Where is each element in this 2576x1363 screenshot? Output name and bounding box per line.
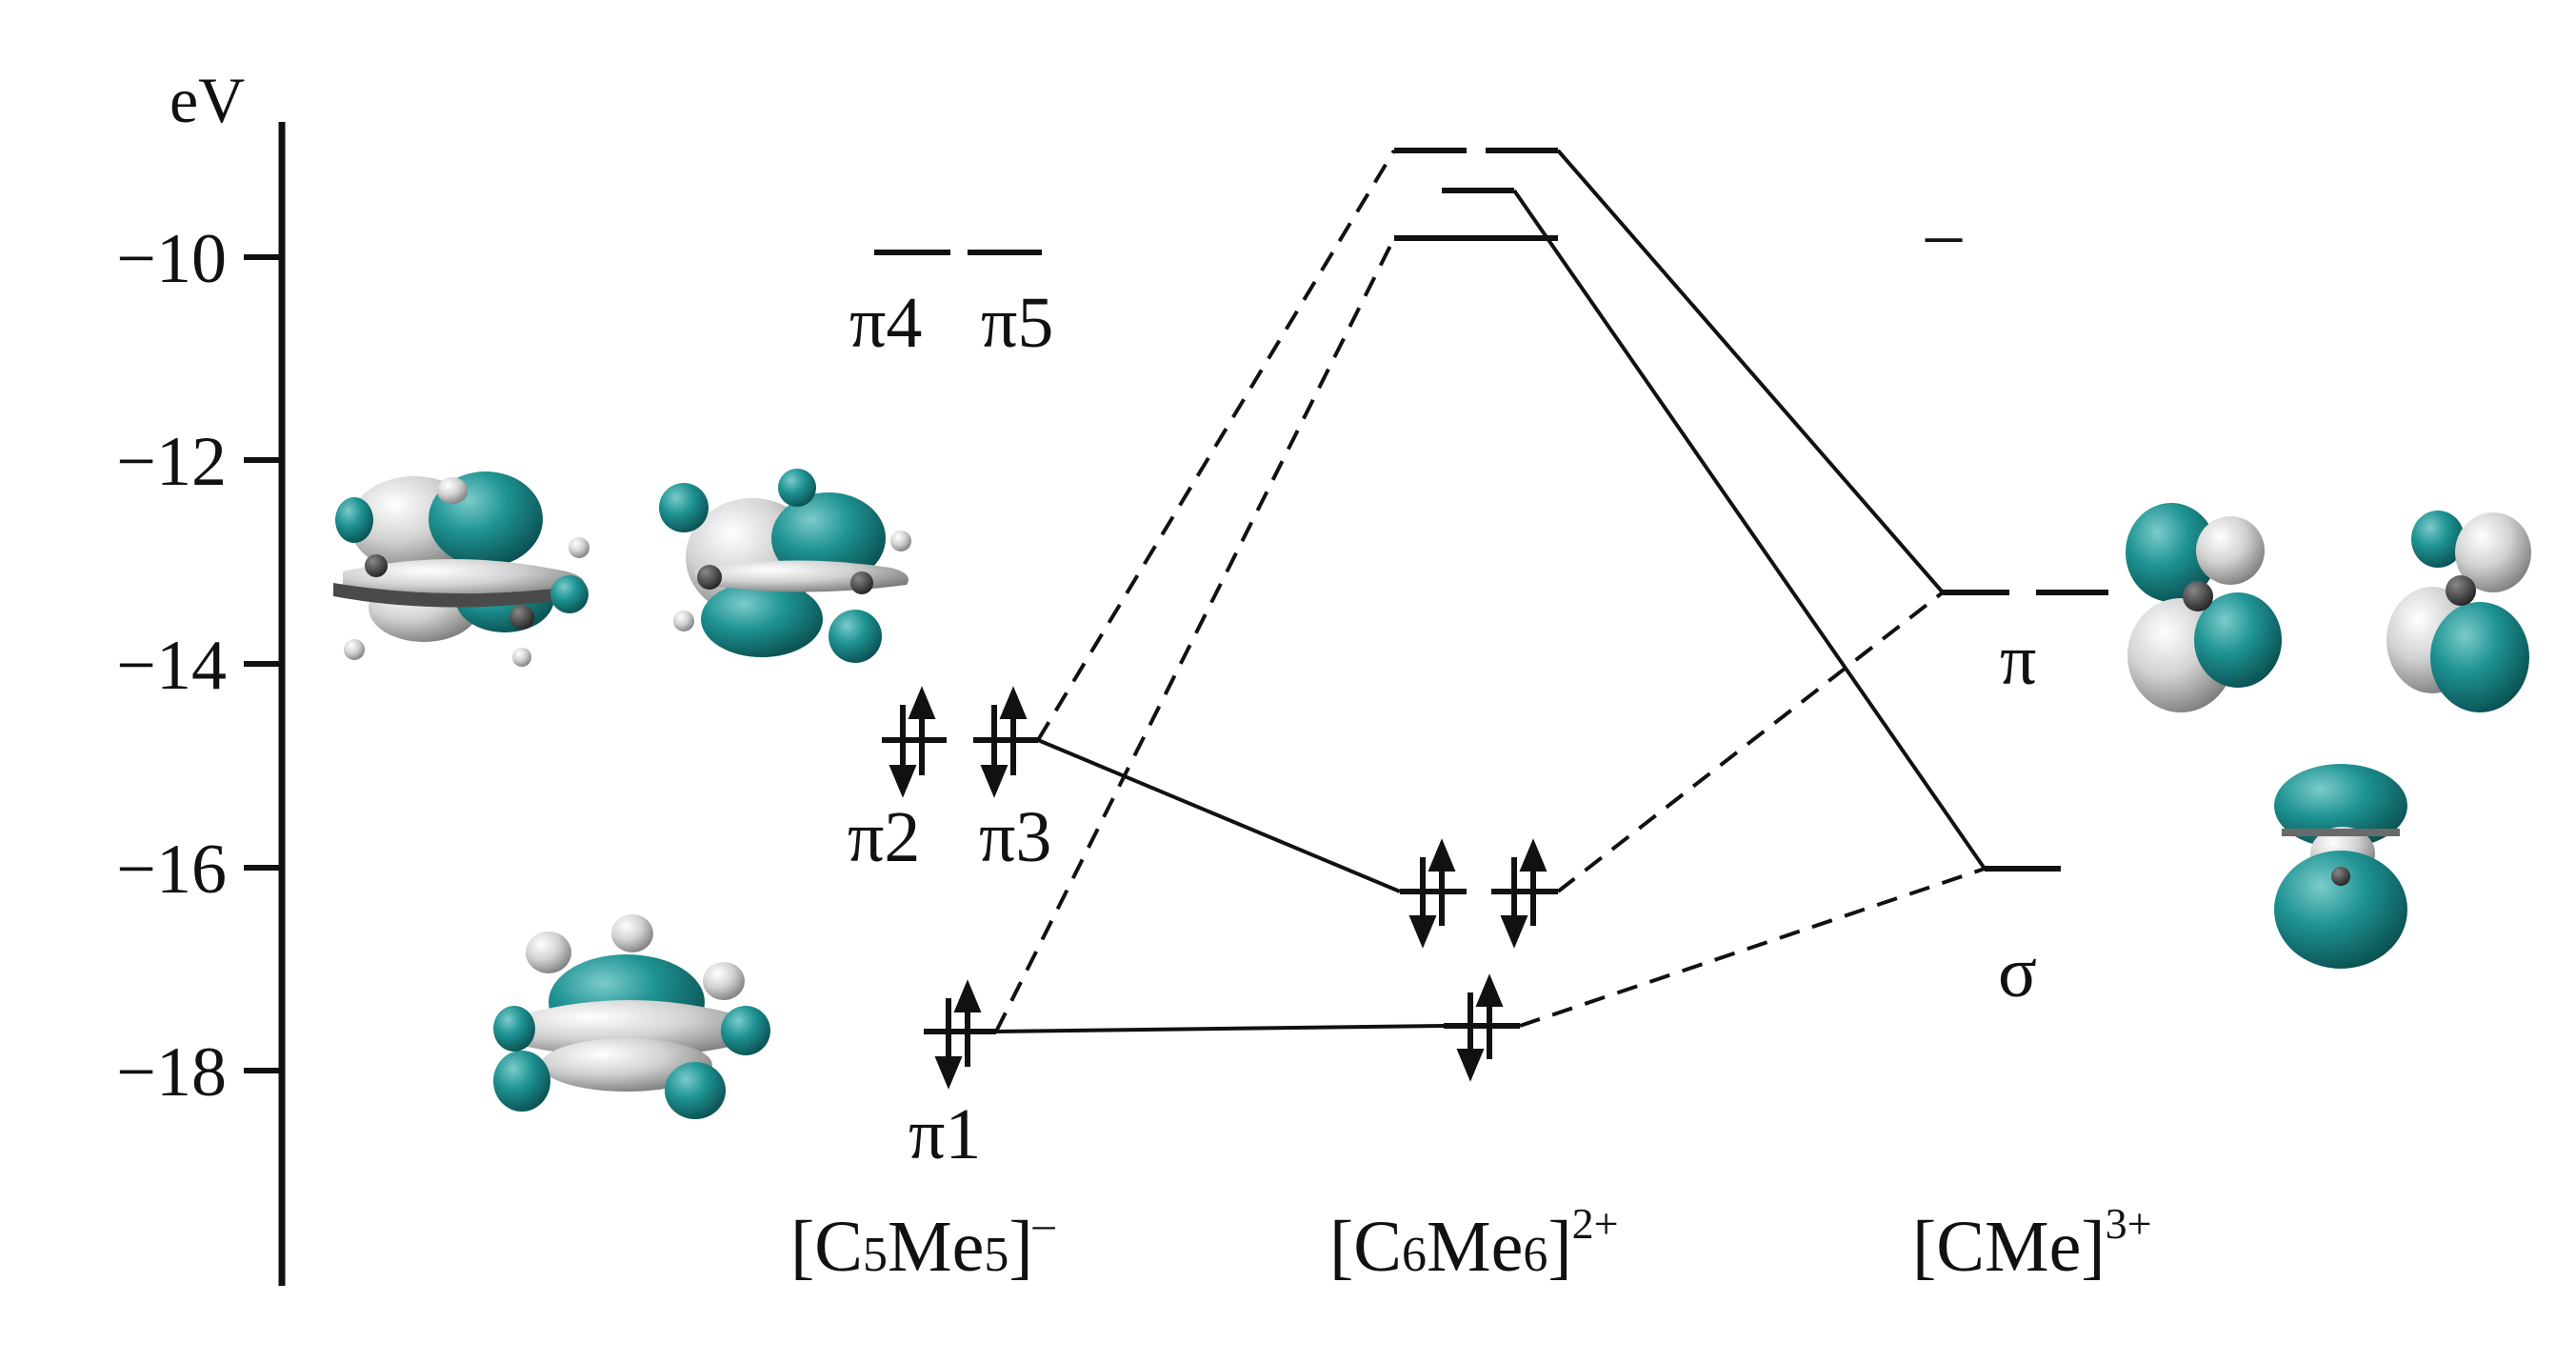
orbital-image-pi3 [659,469,911,663]
fragment-labels: [C5Me5]– [C6Me6]2+ [CMe]3+ [790,1199,2152,1287]
dashed-connector [1556,591,1945,893]
tick-label: −16 [116,831,227,909]
dashed-connector [994,237,1396,1032]
fragment-label-c6me6: [C6Me6]2+ [1329,1199,1619,1287]
label-pi: π [2000,620,2036,700]
label-pi5: π5 [981,283,1053,363]
solid-connector [1037,738,1401,893]
label-sigma: σ [1998,932,2037,1012]
orbital-labels: π4 π5 π2 π3 π1 π σ – [848,193,2037,1174]
orbital-image-pi2 [333,471,589,667]
energy-axis: eV −10 −12 −14 −16 −18 [116,64,286,1286]
electron-pair-c6-occ-a [1408,838,1456,949]
tick-label: −12 [116,423,227,501]
axis-unit-label: eV [170,64,245,136]
solid-connector [1556,149,1945,594]
label-minus: – [1925,193,1963,273]
electron-pairs [889,686,1548,1090]
electron-pair-pi1 [934,979,982,1090]
orbital-image-pi1 [493,914,770,1119]
dashed-connector [1036,149,1396,742]
orbital-image-cme-sigma [2274,764,2407,969]
orbital-image-cme-pi-a [2126,503,2282,712]
electron-pair-pi2 [889,686,936,798]
orbital-image-cme-pi-b [2386,511,2531,712]
tick-label: −14 [116,627,227,705]
electron-pair-pi3 [980,686,1028,798]
fragment-label-c5me5: [C5Me5]– [790,1199,1056,1287]
label-pi2: π2 [848,797,920,877]
fragment-label-cme: [CMe]3+ [1912,1199,2152,1287]
energy-levels [874,148,2108,1034]
label-pi4: π4 [849,283,922,363]
orbital-pictures [333,469,2531,1119]
solid-connector [1512,189,1987,871]
correlation-lines [994,149,1987,1033]
label-pi3: π3 [979,797,1051,877]
dashed-connector [1519,867,1986,1028]
tick-label: −10 [116,220,227,298]
electron-pair-c6-bottom [1456,973,1504,1082]
label-pi1: π1 [909,1094,981,1174]
solid-connector [995,1024,1445,1033]
tick-label: −18 [116,1033,227,1112]
electron-pair-c6-occ-b [1500,838,1548,949]
